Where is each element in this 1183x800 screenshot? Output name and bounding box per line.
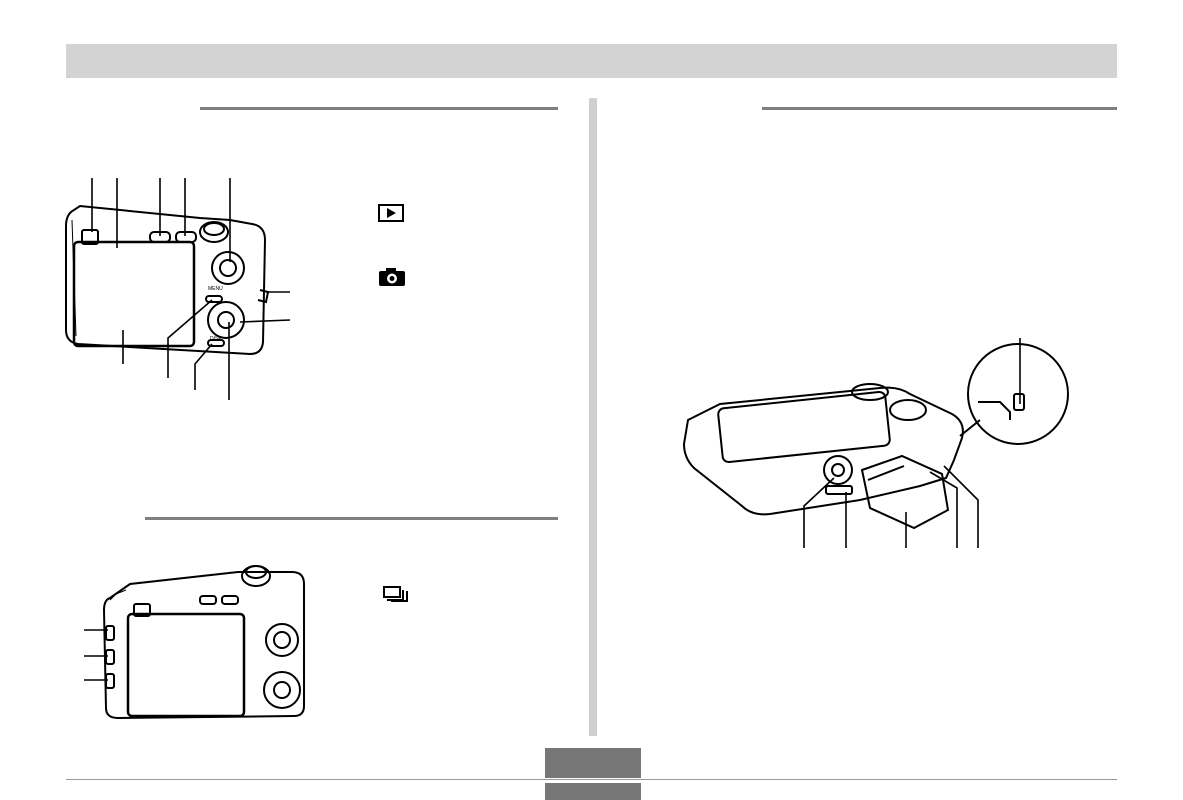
section-rule-front — [200, 107, 558, 110]
playback-icon — [378, 204, 404, 222]
column-divider — [589, 98, 597, 736]
footer-line — [66, 779, 1117, 780]
page-number-tab-lower — [545, 783, 641, 800]
continuous-shooting-icon — [383, 586, 409, 602]
camera-record-icon — [378, 267, 406, 287]
lcd-screen — [72, 240, 196, 348]
section-rule-bottom — [762, 107, 1117, 110]
page-number-tab — [545, 748, 641, 778]
header-bar — [66, 44, 1117, 78]
menu-button-label: MENU — [208, 286, 223, 292]
disp-button-label: DISP — [210, 336, 222, 342]
section-rule-side — [145, 517, 558, 520]
